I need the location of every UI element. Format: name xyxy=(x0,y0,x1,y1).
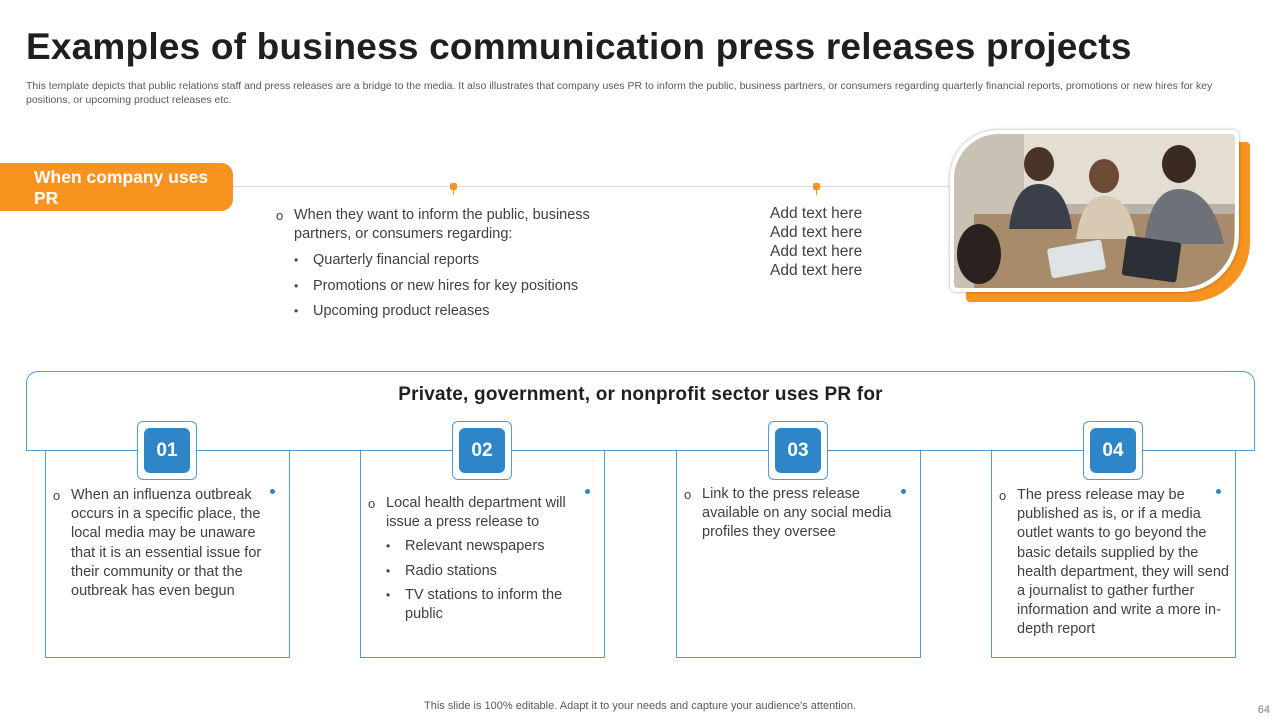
ring-bullet-icon: o xyxy=(276,208,284,223)
ring-bullet-icon: o xyxy=(999,488,1007,503)
list-item: •Radio stations xyxy=(386,562,598,581)
timeline-marker xyxy=(813,183,820,195)
sector-card-2: o Local health department will issue a pr… xyxy=(360,451,605,658)
card-text: The press release may be published as is… xyxy=(1017,487,1229,638)
timeline-marker xyxy=(450,183,457,195)
slide-title: Examples of business communication press… xyxy=(26,26,1132,67)
meeting-illustration xyxy=(954,134,1235,288)
sector-card-4: o The press release may be published as i… xyxy=(991,451,1236,658)
dot-bullet-icon: • xyxy=(386,539,391,554)
placeholder-text: Add text here xyxy=(770,243,863,260)
card-bullets: •Relevant newspapers •Radio stations •TV… xyxy=(368,537,598,624)
company-pr-lead: o When they want to inform the public, b… xyxy=(276,206,636,244)
card-body: o Local health department will issue a pr… xyxy=(368,494,598,629)
card-text: Local health department will issue a pre… xyxy=(386,495,566,531)
badge-number: 03 xyxy=(775,428,821,473)
company-pr-lead-text: When they want to inform the public, bus… xyxy=(294,207,590,242)
dot-bullet-icon: • xyxy=(294,278,299,293)
business-meeting-photo xyxy=(950,130,1239,292)
placeholder-text: Add text here xyxy=(770,262,863,279)
photo-image xyxy=(954,134,1235,288)
badge-number: 04 xyxy=(1090,428,1136,473)
dot-bullet-icon: • xyxy=(294,253,299,267)
company-pr-details: o When they want to inform the public, b… xyxy=(276,206,636,328)
placeholder-text: Add text here xyxy=(770,205,863,222)
ring-bullet-icon: o xyxy=(53,488,61,503)
company-pr-bullets: •Quarterly financial reports •Promotions… xyxy=(276,251,636,328)
banner-divider xyxy=(26,450,1255,451)
ring-bullet-icon: o xyxy=(684,487,692,502)
list-item: •Relevant newspapers xyxy=(386,537,598,556)
card-body: o The press release may be published as i… xyxy=(999,486,1229,640)
badge-number: 01 xyxy=(144,428,190,473)
card-marker-dot xyxy=(270,489,275,494)
card-marker-dot xyxy=(901,489,906,494)
list-item: •Upcoming product releases xyxy=(294,303,490,319)
placeholder-text: Add text here xyxy=(770,224,863,241)
badge-number: 02 xyxy=(459,428,505,473)
page-number: 64 xyxy=(1257,704,1270,716)
card-body: o Link to the press release available on … xyxy=(684,485,914,543)
company-pr-label: When company uses PR xyxy=(0,163,233,211)
number-badge-2: 02 xyxy=(452,421,512,480)
card-text: When an influenza outbreak occurs in a s… xyxy=(71,487,262,600)
dot-bullet-icon: • xyxy=(386,587,391,602)
number-badge-1: 01 xyxy=(137,421,197,480)
number-badge-4: 04 xyxy=(1083,421,1143,480)
sector-card-1: o When an influenza outbreak occurs in a … xyxy=(45,451,290,658)
card-body: o When an influenza outbreak occurs in a … xyxy=(53,486,283,601)
placeholder-text-block: Add text here Add text here Add text her… xyxy=(770,204,862,280)
list-item: •Promotions or new hires for key positio… xyxy=(294,277,579,294)
card-marker-dot xyxy=(1216,489,1221,494)
card-marker-dot xyxy=(585,489,590,494)
dot-bullet-icon: • xyxy=(386,563,391,578)
sector-card-3: o Link to the press release available on … xyxy=(676,451,921,658)
list-item: •TV stations to inform the public xyxy=(386,586,563,623)
timeline-connector xyxy=(233,186,963,187)
number-badge-3: 03 xyxy=(768,421,828,480)
ring-bullet-icon: o xyxy=(368,496,376,511)
sector-banner xyxy=(26,371,1255,451)
card-text: Link to the press release available on a… xyxy=(702,486,892,541)
sector-title: Private, government, or nonprofit sector… xyxy=(398,384,883,405)
footer-note: This slide is 100% editable. Adapt it to… xyxy=(424,700,856,712)
dot-bullet-icon: • xyxy=(294,304,299,318)
list-item: •Quarterly financial reports xyxy=(294,252,480,268)
slide-subtitle: This template depicts that public relati… xyxy=(26,80,1213,106)
